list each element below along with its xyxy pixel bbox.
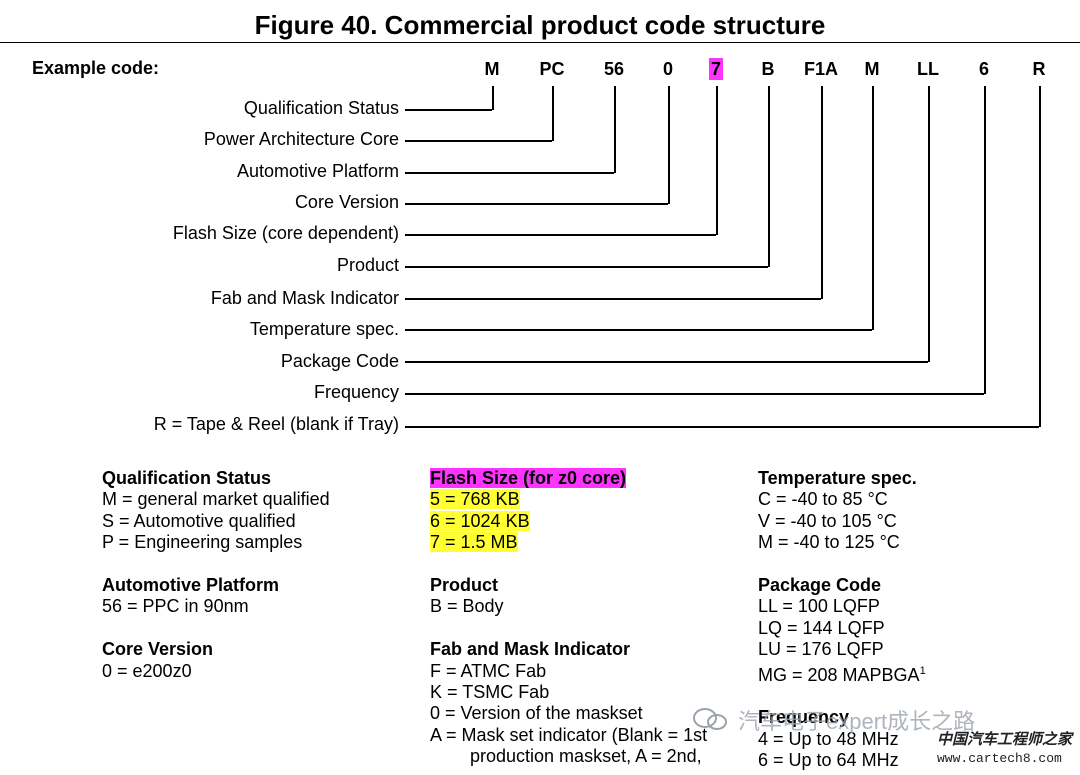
code-flash-size: 7: [708, 58, 724, 80]
legend-item: 56 = PPC in 90nm: [102, 596, 249, 617]
field-power-architecture-core: Power Architecture Core: [203, 129, 399, 149]
legend-column-3: Temperature spec. C = -40 to 85 °C V = -…: [758, 468, 926, 772]
legend-item: C = -40 to 85 °C: [758, 489, 888, 510]
field-core-version: Core Version: [294, 192, 399, 212]
code-temperature: M: [864, 59, 880, 79]
legend-item: production maskset, A = 2nd,: [470, 746, 702, 767]
legend-item: LL = 100 LQFP: [758, 596, 880, 617]
legend-automotive-heading: Automotive Platform: [102, 575, 280, 596]
connector-v-fab: [821, 86, 823, 299]
legend-column-2: Flash Size (for z0 core) 5 = 768 KB 6 = …: [430, 468, 707, 768]
field-flash-size: Flash Size (core dependent): [172, 223, 399, 243]
code-fab-mask: F1A: [803, 59, 839, 79]
legend-item: M = -40 to 125 °C: [758, 532, 900, 553]
field-package-code: Package Code: [280, 351, 399, 371]
code-core: PC: [539, 59, 565, 79]
example-code-label: Example code:: [32, 58, 160, 78]
field-qualification-status: Qualification Status: [243, 98, 399, 118]
connector-h-qualification: [405, 109, 492, 111]
code-product: B: [761, 59, 775, 79]
legend-frequency-heading: Frequency: [758, 707, 850, 728]
legend-item: 6 = 1024 KB: [430, 510, 530, 531]
connector-h-temperature: [405, 329, 872, 331]
legend-item: M = general market qualified: [102, 489, 330, 510]
code-tape-reel: R: [1032, 59, 1046, 79]
legend-item: LQ = 144 LQFP: [758, 617, 885, 638]
legend-item: 7 = 1.5 MB: [430, 532, 518, 553]
legend-item: 0 = e200z0: [102, 660, 192, 681]
connector-v-platform: [614, 86, 616, 173]
wechat-icon: [693, 708, 727, 730]
figure-title: Figure 40. Commercial product code struc…: [254, 10, 826, 40]
field-temperature-spec: Temperature spec.: [249, 319, 399, 339]
connector-v-flash: [716, 86, 718, 235]
legend-item: S = Automotive qualified: [102, 510, 296, 531]
legend-item: MG = 208 MAPBGA: [758, 664, 920, 685]
connector-v-package: [928, 86, 930, 362]
legend-product-heading: Product: [430, 575, 499, 596]
connector-h-core: [405, 140, 552, 142]
legend-item: V = -40 to 105 °C: [758, 510, 897, 531]
legend-item: K = TSMC Fab: [430, 682, 550, 703]
legend-flash-heading: Flash Size (for z0 core): [430, 468, 627, 488]
site-url: www.cartech8.com: [937, 751, 1062, 766]
connector-h-product: [405, 266, 768, 268]
connector-h-fab: [405, 298, 821, 300]
field-product: Product: [336, 255, 399, 275]
field-tape-reel: R = Tape & Reel (blank if Tray): [153, 414, 399, 434]
field-fab-mask-indicator: Fab and Mask Indicator: [210, 288, 399, 308]
connector-v-product: [768, 86, 770, 267]
legend-item: F = ATMC Fab: [430, 660, 547, 681]
connector-v-frequency: [984, 86, 986, 394]
connector-v-core-version: [668, 86, 670, 204]
watermark-text: 汽车电子expert成长之路: [738, 709, 976, 734]
legend-qualification-heading: Qualification Status: [102, 468, 272, 488]
code-package: LL: [917, 59, 939, 79]
connector-v-temperature: [872, 86, 874, 330]
legend-package-heading: Package Code: [758, 575, 882, 596]
legend-item: 6 = Up to 64 MHz: [758, 750, 899, 771]
code-qualification: M: [484, 59, 500, 79]
title-rule: [0, 42, 1080, 43]
code-frequency: 6: [978, 59, 990, 79]
connector-h-flash: [405, 234, 716, 236]
legend-fab-heading: Fab and Mask Indicator: [430, 639, 631, 660]
legend-item: A = Mask set indicator (Blank = 1st: [430, 724, 708, 745]
legend-temperature-heading: Temperature spec.: [758, 468, 917, 488]
legend-core-version-heading: Core Version: [102, 639, 214, 660]
connector-h-tape-reel: [405, 426, 1039, 428]
connector-h-frequency: [405, 393, 984, 395]
field-automotive-platform: Automotive Platform: [236, 161, 399, 181]
connector-h-core-version: [405, 203, 668, 205]
legend-item: LU = 176 LQFP: [758, 639, 884, 660]
legend-item: B = Body: [430, 596, 504, 617]
legend-item: 4 = Up to 48 MHz: [758, 728, 899, 749]
code-platform: 56: [603, 59, 625, 79]
connector-h-platform: [405, 172, 614, 174]
footnote-marker: 1: [919, 664, 926, 677]
connector-v-qualification: [492, 86, 494, 110]
code-core-version: 0: [662, 59, 674, 79]
legend-item: 0 = Version of the maskset: [430, 703, 643, 724]
connector-h-package: [405, 361, 928, 363]
legend-column-1: Qualification Status M = general market …: [102, 468, 330, 682]
connector-v-core: [552, 86, 554, 141]
connector-v-tape-reel: [1039, 86, 1041, 427]
legend-item: P = Engineering samples: [102, 532, 303, 553]
field-frequency: Frequency: [313, 382, 399, 402]
legend-item: 5 = 768 KB: [430, 489, 520, 510]
site-name: 中国汽车工程师之家: [937, 731, 1073, 748]
